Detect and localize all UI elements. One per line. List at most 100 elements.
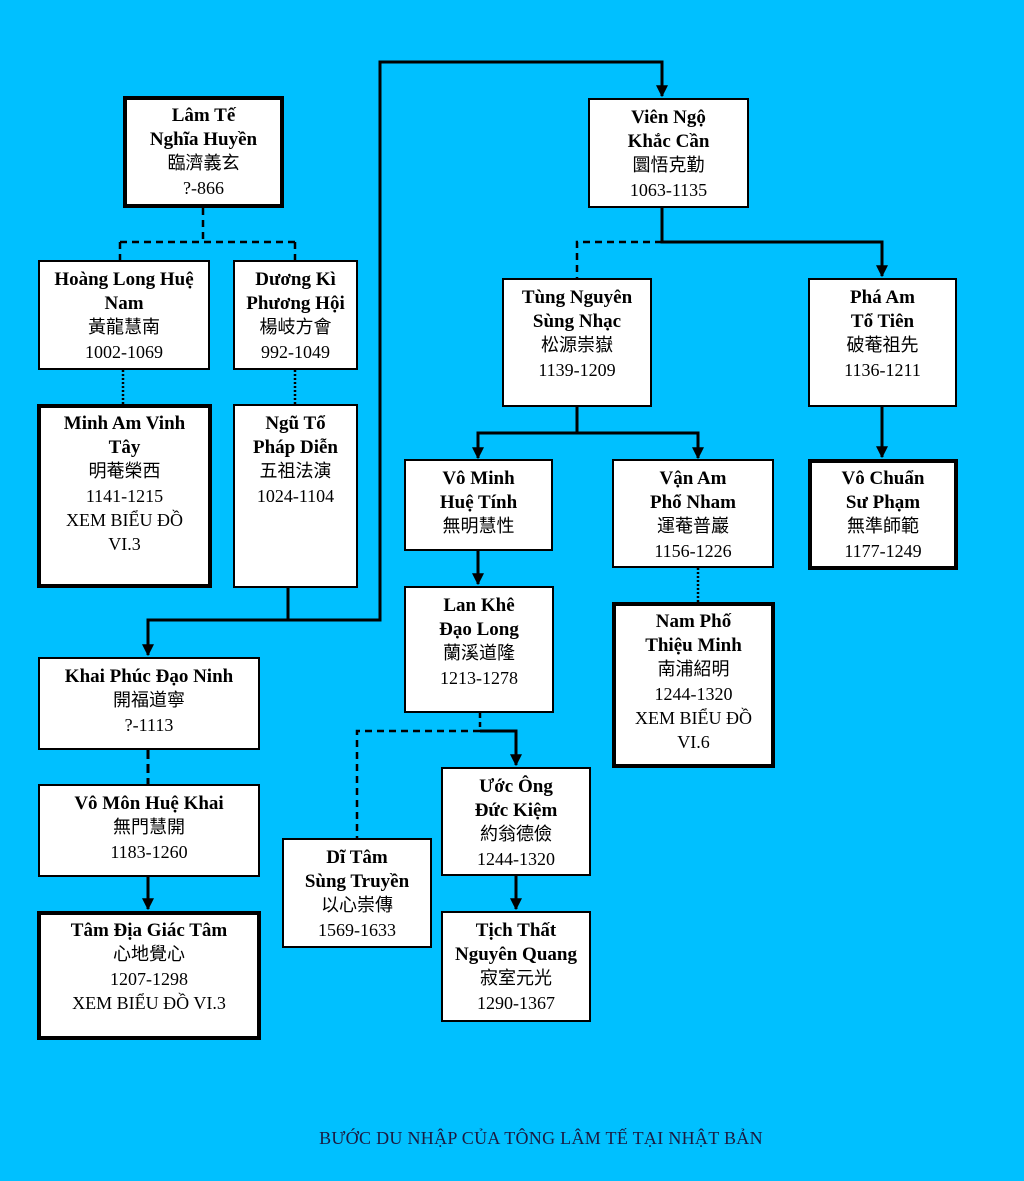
node-name: Vô Chuẩn [841,468,925,489]
dashed-connector [575,240,662,278]
arrow-connector [288,60,668,622]
diagram-caption: BƯỚC DU NHẬP CỦA TÔNG LÂM TẾ TẠI NHẬT BẢ… [319,1128,763,1148]
dashed-connector [355,729,480,838]
node-tung-nguyen: Tùng Nguyên Sùng Nhạc 松源崇嶽 1139-1209 [502,278,652,407]
node-dates: 1024-1104 [256,486,335,506]
node-ngu-to: Ngũ Tổ Pháp Diễn 五祖法演 1024-1104 [233,404,358,588]
node-cjk: 南浦紹明 [657,659,730,680]
node-name: Vô Môn Huệ Khai [74,793,224,814]
node-nam-pho: Nam Phố Thiệu Minh 南浦紹明 1244-1320 XEM BI… [612,602,775,768]
node-vien-ngo: Viên Ngộ Khắc Cần 圜悟克勤 1063-1135 [588,98,749,208]
node-name: Ngũ Tổ [265,413,326,434]
node-dates: 1141-1215 [85,486,164,506]
node-name: Phá Am [850,287,915,308]
node-name: Huệ Tính [439,492,518,513]
node-dates: 1244-1320 [477,849,555,869]
arrow-connector [142,588,290,657]
node-note: XEM BIỂU ĐỒ [635,708,752,728]
node-cjk: 臨濟義玄 [167,153,240,174]
node-cjk: 無門慧開 [113,817,185,838]
node-name: Lan Khê [443,595,515,616]
node-name: Lâm Tế [171,105,236,126]
node-name: Tổ Tiên [850,311,915,332]
node-dates: ?-866 [183,178,224,198]
node-dates: 1002-1069 [85,342,163,362]
node-name: Tây [108,437,141,458]
node-dates: 1244-1320 [654,684,733,704]
node-dates: ?-1113 [124,715,174,735]
node-name: Khai Phúc Đạo Ninh [64,666,234,687]
node-tich-that: Tịch Thất Nguyên Quang 寂室元光 1290-1367 [441,911,591,1022]
node-di-tam: Dĩ Tâm Sùng Truyền 以心崇傳 1569-1633 [282,838,432,948]
node-cjk: 無準師範 [847,516,919,537]
node-cjk: 蘭溪道隆 [443,643,515,664]
node-cjk: 破菴祖先 [846,335,919,356]
node-duong-ki: Dương Kì Phương Hội 楊岐方會 992-1049 [233,260,358,370]
node-name: Pháp Diễn [253,437,338,458]
node-note: XEM BIỂU ĐỒ [66,510,183,530]
node-cjk: 以心崇傳 [321,895,393,916]
node-name: Tùng Nguyên [521,287,633,308]
node-note: XEM BIỂU ĐỒ VI.3 [72,993,226,1013]
node-name: Dương Kì [255,269,336,290]
node-vo-minh: Vô Minh Huệ Tính 無明慧性 [404,459,553,551]
node-name: Phương Hội [246,293,345,314]
node-uoc-ong: Ước Ông Đức Kiệm 約翁德儉 1244-1320 [441,767,591,876]
arrow-connector [660,208,888,278]
node-name: Nam [104,293,144,314]
arrow-connector [472,407,579,460]
node-name: Sư Phạm [845,492,921,513]
node-name: Minh Am Vinh [63,413,186,434]
node-vo-chuan: Vô Chuẩn Sư Phạm 無準師範 1177-1249 [808,459,958,570]
node-van-am: Vận Am Phổ Nham 運菴普巖 1156-1226 [612,459,774,568]
node-dates: 1183-1260 [110,842,188,862]
node-name: Ước Ông [479,776,553,797]
node-cjk: 五祖法演 [259,461,332,482]
node-name: Thiệu Minh [645,635,742,656]
node-cjk: 約翁德儉 [480,824,552,845]
node-note: VI.3 [108,534,141,554]
node-name: Tịch Thất [475,920,557,941]
node-cjk: 黃龍慧南 [88,317,160,338]
node-dates: 1290-1367 [477,993,555,1013]
node-cjk: 運菴普巖 [657,516,729,537]
node-name: Vô Minh [442,468,515,489]
node-dates: 1063-1135 [629,180,708,200]
node-dates: 1136-1211 [844,360,921,380]
node-pha-am: Phá Am Tổ Tiên 破菴祖先 1136-1211 [808,278,957,407]
node-dates: 1207-1298 [110,969,188,989]
node-note: VI.6 [677,732,710,752]
node-cjk: 松源崇嶽 [541,335,613,356]
node-name: Sùng Nhạc [532,311,622,332]
node-cjk: 心地覺心 [113,944,185,965]
node-name: Dĩ Tâm [326,847,388,868]
arrow-connector [577,431,704,460]
node-cjk: 圜悟克勤 [632,155,705,176]
node-cjk: 寂室元光 [480,968,552,989]
node-cjk: 楊岐方會 [259,317,332,338]
node-name: Vận Am [659,468,727,489]
node-vo-mon: Vô Môn Huệ Khai 無門慧開 1183-1260 [38,784,260,877]
node-name: Nghĩa Huyền [149,129,258,150]
node-name: Sùng Truyền [304,871,410,892]
node-name: Đức Kiệm [474,800,558,821]
node-dates: 1156-1226 [654,541,732,561]
node-cjk: 開福道寧 [113,690,185,711]
node-dates: 1213-1278 [440,668,518,688]
node-dates: 992-1049 [261,342,330,362]
arrow-connector [480,729,522,767]
node-lan-khe: Lan Khê Đạo Long 蘭溪道隆 1213-1278 [404,586,554,713]
node-hoang-long: Hoàng Long Huệ Nam 黃龍慧南 1002-1069 [38,260,210,370]
node-dates: 1139-1209 [538,360,616,380]
node-name: Hoàng Long Huệ [54,269,194,290]
node-cjk: 明菴榮西 [88,461,161,482]
node-name: Khắc Cần [627,131,710,152]
node-dates: 1569-1633 [318,920,396,940]
node-name: Đạo Long [439,619,519,640]
node-minh-am: Minh Am Vinh Tây 明菴榮西 1141-1215 XEM BIỂU… [37,404,212,588]
node-name: Viên Ngộ [631,107,706,128]
node-cjk: 無明慧性 [442,516,515,537]
node-dates: 1177-1249 [844,541,922,561]
node-name: Phổ Nham [649,492,737,513]
